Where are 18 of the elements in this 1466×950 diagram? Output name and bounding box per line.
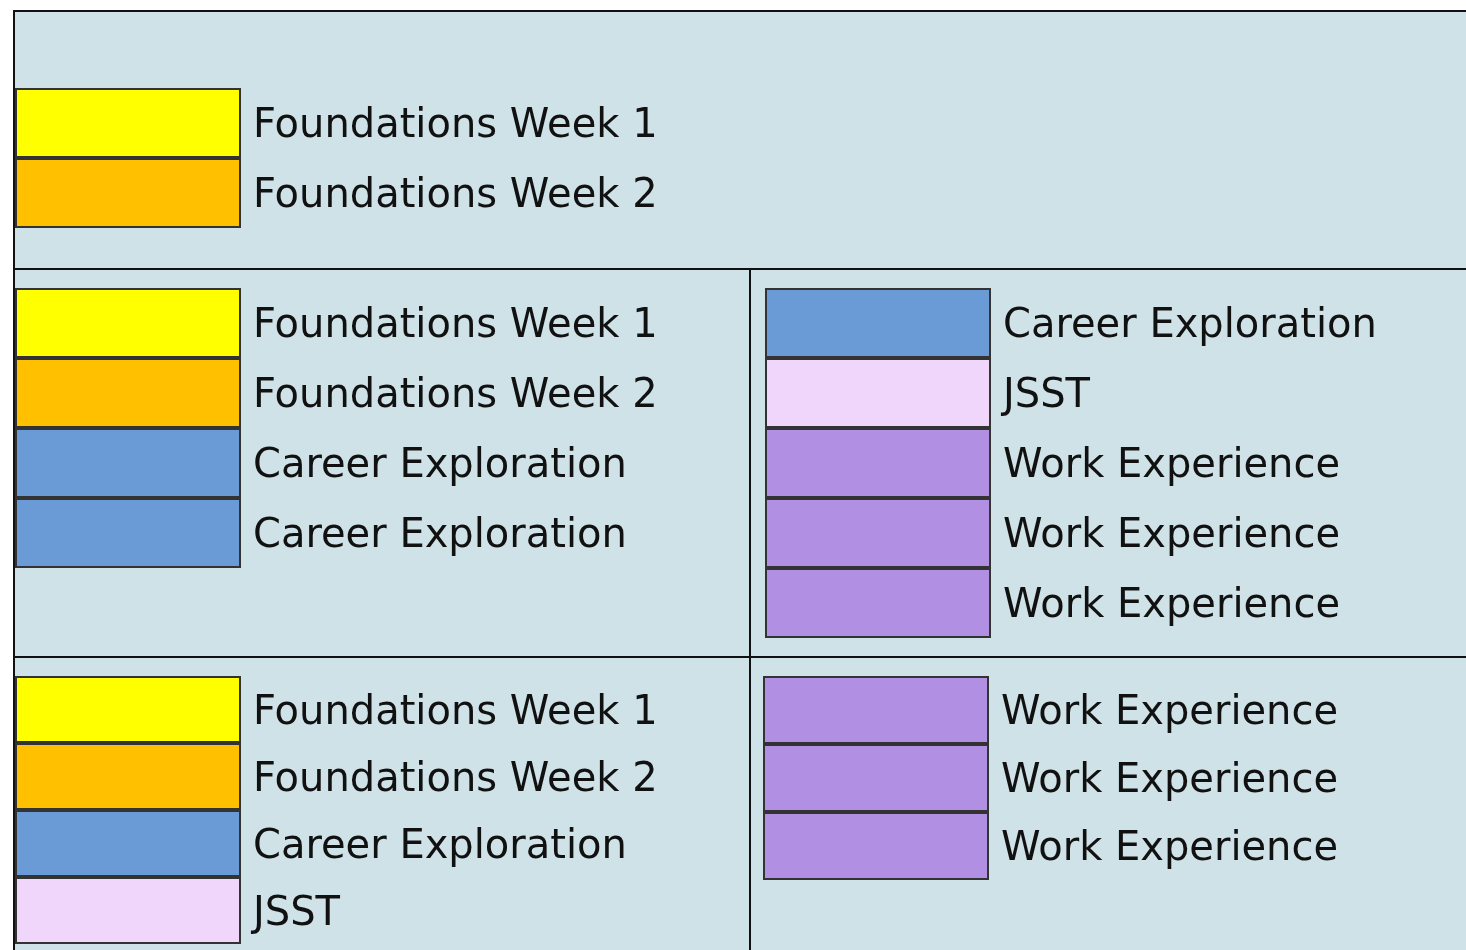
legend-label: Foundations Week 2 bbox=[253, 370, 658, 416]
legend-label: Foundations Week 2 bbox=[253, 170, 658, 216]
legend-label: Work Experience bbox=[1003, 440, 1341, 486]
legend-label: Foundations Week 1 bbox=[253, 686, 658, 733]
legend-label: Work Experience bbox=[1001, 823, 1339, 869]
legend-label: Work Experience bbox=[1001, 687, 1339, 733]
legend-label: Career Exploration bbox=[253, 510, 627, 556]
legend-label: JSST bbox=[253, 887, 340, 934]
legend-label: Work Experience bbox=[1001, 755, 1339, 801]
legend-label: JSST bbox=[1003, 370, 1090, 416]
legend-label: Work Experience bbox=[1003, 510, 1341, 556]
legend-label: Foundations Week 2 bbox=[253, 753, 658, 800]
legend-label: Career Exploration bbox=[253, 820, 627, 867]
legend-label: Career Exploration bbox=[1003, 300, 1377, 346]
legend-label: Foundations Week 1 bbox=[253, 300, 658, 346]
legend-label: Career Exploration bbox=[253, 440, 627, 486]
legend-label: Foundations Week 1 bbox=[253, 100, 658, 146]
legend-label: Work Experience bbox=[1003, 580, 1341, 626]
